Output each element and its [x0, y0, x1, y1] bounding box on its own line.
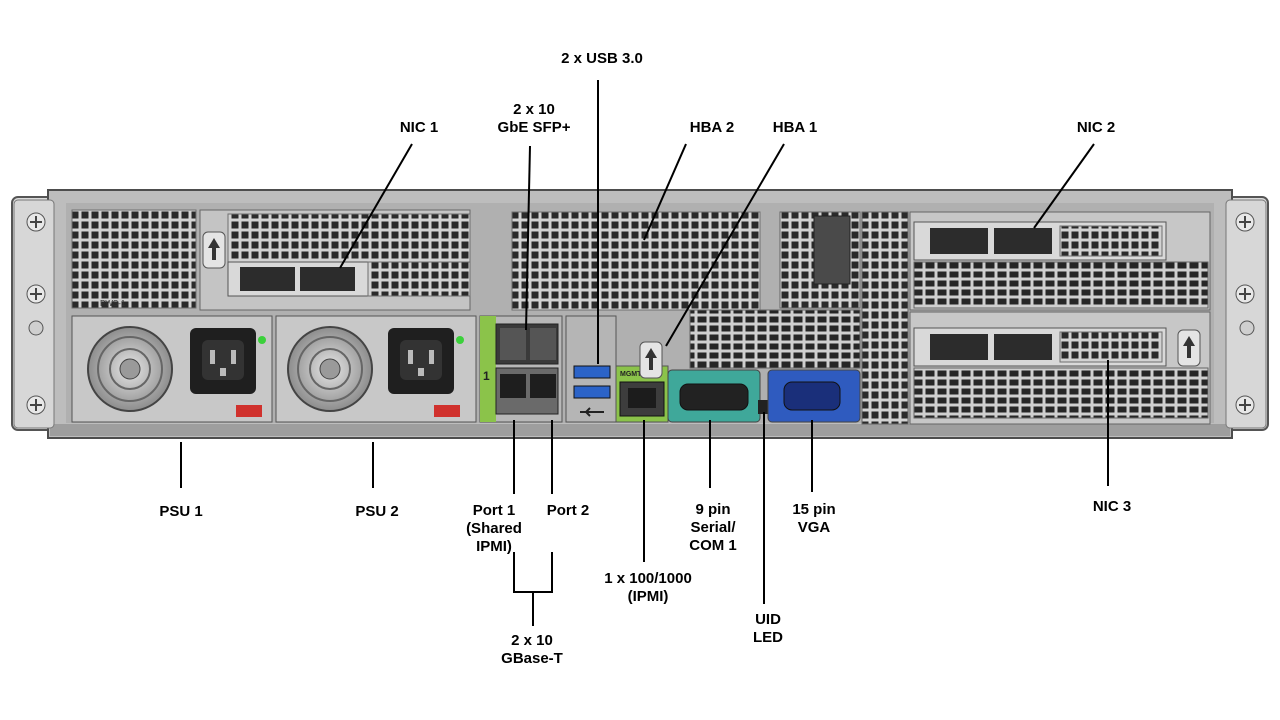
psu2-latch[interactable]	[434, 405, 460, 417]
sfp-label-line1: 2 x 10	[513, 101, 555, 118]
nic3-card	[909, 311, 1211, 425]
port2-label: Port 2	[547, 502, 590, 519]
fan-icon	[87, 326, 173, 412]
nic1-card	[199, 209, 471, 311]
usb-symbol-icon	[580, 407, 604, 417]
port1-label-line3: IPMI)	[476, 538, 512, 555]
psu1	[71, 315, 273, 423]
uid-led[interactable]	[758, 400, 768, 414]
right-rack-ear	[1225, 199, 1267, 429]
nic1-label: NIC 1	[400, 119, 438, 136]
usb-label: 2 x USB 3.0	[561, 50, 643, 67]
release-latch-icon	[1177, 329, 1201, 367]
nic3-label: NIC 3	[1093, 498, 1131, 515]
sfp-label-line2: GbE SFP+	[498, 119, 571, 136]
power-socket-icon	[388, 328, 454, 394]
vga-label-line2: VGA	[798, 519, 831, 536]
port-number-label: 1	[483, 369, 490, 383]
right-vent-grille	[861, 211, 909, 425]
ipmi-label-line1: 1 x 100/1000	[604, 570, 692, 587]
release-latch-icon	[202, 231, 226, 269]
serial-port	[667, 369, 761, 423]
psu2	[275, 315, 477, 423]
hba1-card	[689, 211, 861, 369]
usb-ports	[565, 315, 617, 423]
screw-icon	[26, 284, 46, 304]
leader-lines	[180, 80, 1109, 626]
serial-label-line2: Serial/	[690, 519, 736, 536]
screw-icon	[26, 395, 46, 415]
mgmt-port: MGMT	[615, 341, 669, 423]
hba2-label: HBA 2	[690, 119, 734, 136]
screw-icon	[1235, 395, 1255, 415]
gbaset-label-line2: GBase-T	[501, 650, 563, 667]
pws-label: PWS-1	[100, 299, 126, 308]
psu1-latch[interactable]	[236, 405, 262, 417]
psu1-label: PSU 1	[159, 503, 202, 520]
uid-label-line2: LED	[753, 629, 783, 646]
port1-label-line2: (Shared	[466, 520, 522, 537]
mgmt-label: MGMT	[620, 371, 642, 378]
nic2-card	[909, 211, 1211, 311]
fan-icon	[287, 326, 373, 412]
uid-label-line1: UID	[755, 611, 781, 628]
serial-label-line1: 9 pin	[695, 501, 730, 518]
serial-label-line3: COM 1	[689, 537, 737, 554]
gbaset-label-line1: 2 x 10	[511, 632, 553, 649]
nic2-label: NIC 2	[1077, 119, 1115, 136]
release-latch-icon	[639, 341, 663, 379]
ipmi-label-line2: (IPMI)	[628, 588, 669, 605]
vga-label-line1: 15 pin	[792, 501, 835, 518]
hba2-card	[511, 211, 761, 311]
screw-icon	[28, 320, 44, 336]
screw-icon	[1235, 284, 1255, 304]
vga-port	[767, 369, 861, 423]
port1-label-line1: Port 1	[473, 502, 516, 519]
screw-icon	[26, 212, 46, 232]
hba1-label: HBA 1	[773, 119, 817, 136]
screw-icon	[1235, 212, 1255, 232]
power-socket-icon	[190, 328, 256, 394]
left-vent-grille: PWS-1	[71, 209, 197, 309]
callout-labels: 2 x USB 3.0 2 x 10 GbE SFP+ NIC 1 HBA 2 …	[159, 50, 1131, 667]
screw-icon	[1239, 320, 1255, 336]
left-rack-ear	[13, 199, 55, 429]
psu2-label: PSU 2	[355, 503, 398, 520]
network-ports-module: 1	[479, 315, 563, 423]
